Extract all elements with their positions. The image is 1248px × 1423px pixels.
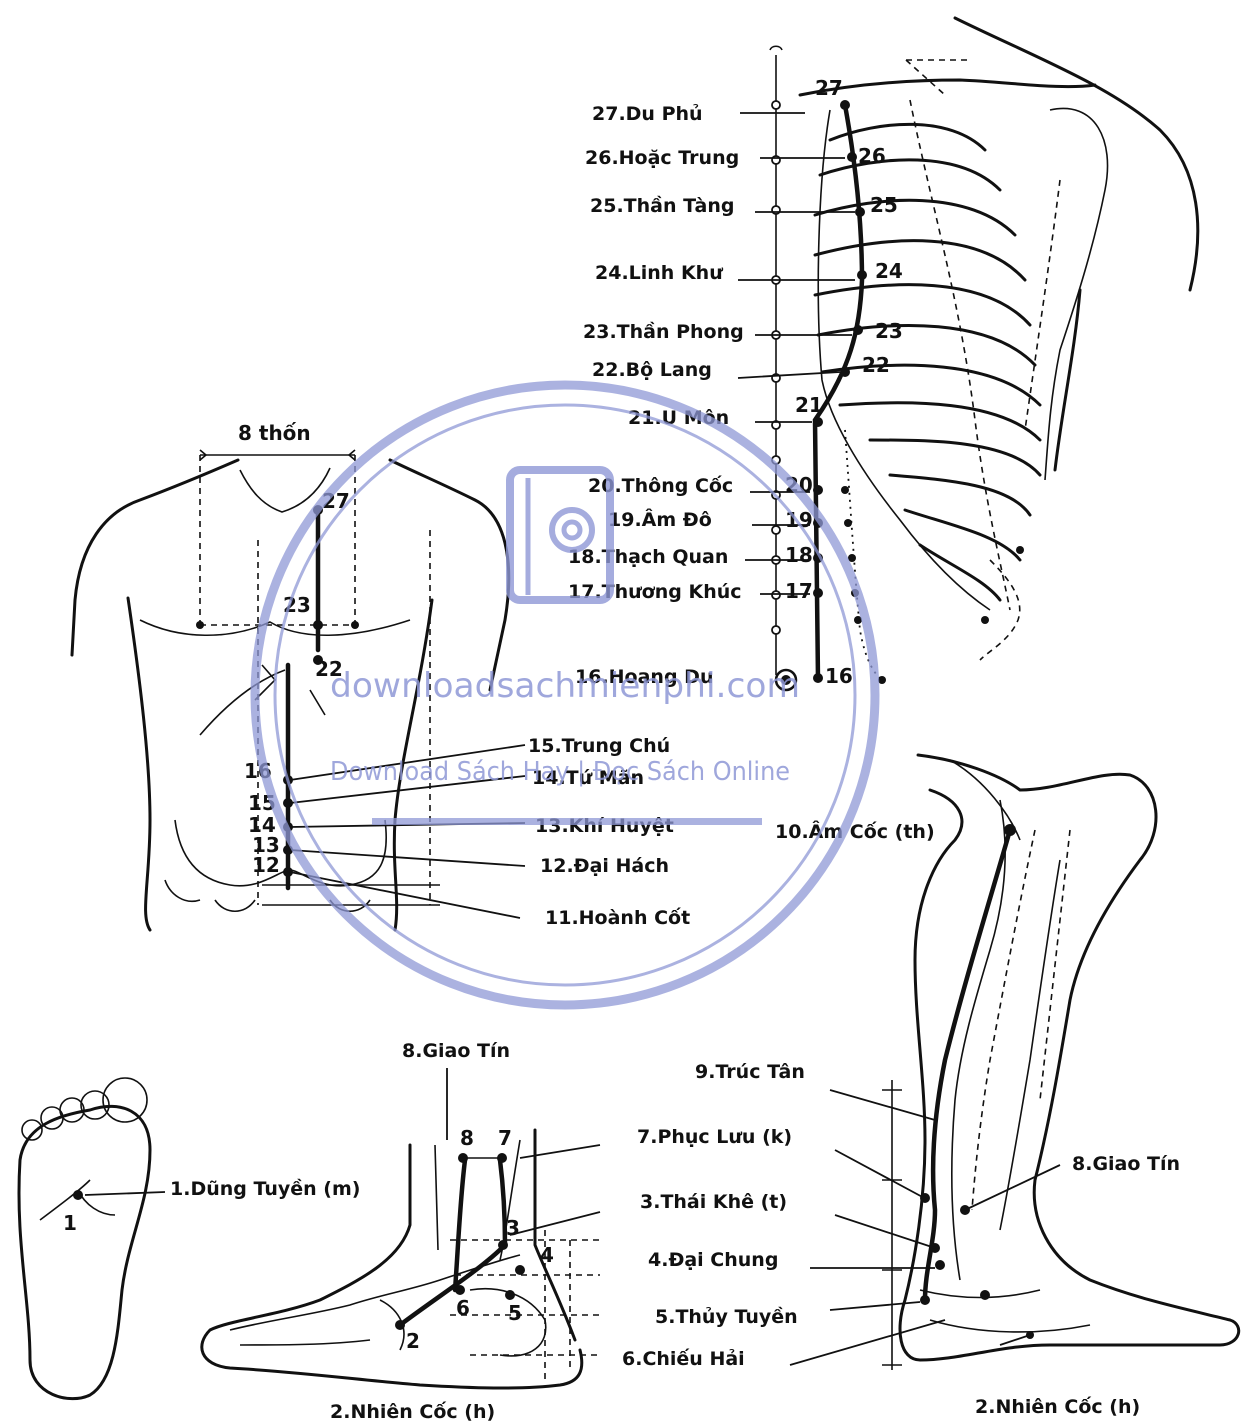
label-1-dung-tuyen: 1.Dũng Tuyền (m) <box>170 1177 360 1200</box>
label-22-bo-lang: 22.Bộ Lang <box>592 359 712 381</box>
label-12-dai-hach: 12.Đại Hách <box>540 855 669 877</box>
label-2-nhien-coc-right: 2.Nhiên Cốc (h) <box>975 1395 1140 1418</box>
ankle-num-5: 5 <box>508 1301 522 1325</box>
ankle-num-2: 2 <box>406 1329 420 1353</box>
torso-meridian-line <box>288 510 318 888</box>
label-24-linh-khu: 24.Linh Khư <box>595 262 723 284</box>
label-27-du-phu: 27.Du Phủ <box>592 103 703 125</box>
ankle-num-6: 6 <box>456 1296 470 1320</box>
chest-num-26: 26 <box>858 144 886 168</box>
label-9-truc-tan: 9.Trúc Tân <box>695 1061 805 1083</box>
label-5-thuy-tuyen: 5.Thủy Tuyền <box>655 1305 798 1328</box>
chest-num-21: 21 <box>795 393 823 417</box>
label-3-thai-khe: 3.Thái Khê (t) <box>640 1191 787 1213</box>
watermark-domain: downloadsachmienphi.com <box>330 666 800 706</box>
label-26-hoac-trung: 26.Hoặc Trung <box>585 147 739 169</box>
chest-num-18: 18 <box>785 543 813 567</box>
leg-points <box>920 824 1034 1339</box>
label-18-thach-quan: 18.Thạch Quan <box>568 546 728 568</box>
sole-num-1: 1 <box>63 1211 77 1235</box>
chest-num-27: 27 <box>815 76 843 100</box>
label-2-nhien-coc-ankle: 2.Nhiên Cốc (h) <box>330 1400 495 1423</box>
leg-figure <box>790 755 1239 1370</box>
ankle-num-8: 8 <box>460 1126 474 1150</box>
watermark-tagline: Download Sách Hay | Đọc Sách Online <box>330 757 790 787</box>
foot-sole-figure: 1 1.Dũng Tuyền (m) <box>19 1078 360 1399</box>
ankle-num-4: 4 <box>540 1243 554 1267</box>
chest-num-16: 16 <box>825 664 853 688</box>
label-15-trung-chu: 15.Trung Chú <box>528 735 670 757</box>
label-6-chieu-hai: 6.Chiếu Hải <box>622 1347 745 1370</box>
ankle-num-7: 7 <box>498 1126 512 1150</box>
torso-num-12: 12 <box>252 853 280 877</box>
chest-num-17: 17 <box>785 579 813 603</box>
chest-points <box>813 100 1024 684</box>
label-23-than-phong: 23.Thần Phong <box>583 320 744 343</box>
label-10-am-coc: 10.Âm Cốc (th) <box>775 820 935 843</box>
label-8-giao-tin-right: 8.Giao Tín <box>1072 1153 1180 1175</box>
ankle-meridian-line <box>400 1160 505 1325</box>
label-4-dai-chung: 4.Đại Chung <box>648 1249 778 1271</box>
chest-num-24: 24 <box>875 259 903 283</box>
ankle-figure: 8 7 3 4 6 5 2 8.Giao Tín 2.Nhiên Cốc (h) <box>202 1040 600 1423</box>
chest-num-23: 23 <box>875 319 903 343</box>
label-7-phuc-luu: 7.Phục Lưu (k) <box>637 1126 792 1148</box>
label-8-giao-tin-ankle: 8.Giao Tín <box>402 1040 510 1062</box>
label-19-am-do: 19.Âm Đô <box>608 508 712 531</box>
label-11-hoanh-cot: 11.Hoành Cốt <box>545 906 690 929</box>
torso-width-label: 8 thốn <box>238 421 311 445</box>
label-25-than-tang: 25.Thần Tàng <box>590 194 735 217</box>
chest-num-22: 22 <box>862 353 890 377</box>
chest-figure: 27 26 25 24 23 22 21 20 19 18 17 16 <box>738 18 1198 690</box>
ankle-num-3: 3 <box>506 1216 520 1240</box>
chest-num-25: 25 <box>870 193 898 217</box>
point-1-dung-tuyen <box>73 1190 83 1200</box>
leg-meridian-line <box>925 830 1010 1300</box>
